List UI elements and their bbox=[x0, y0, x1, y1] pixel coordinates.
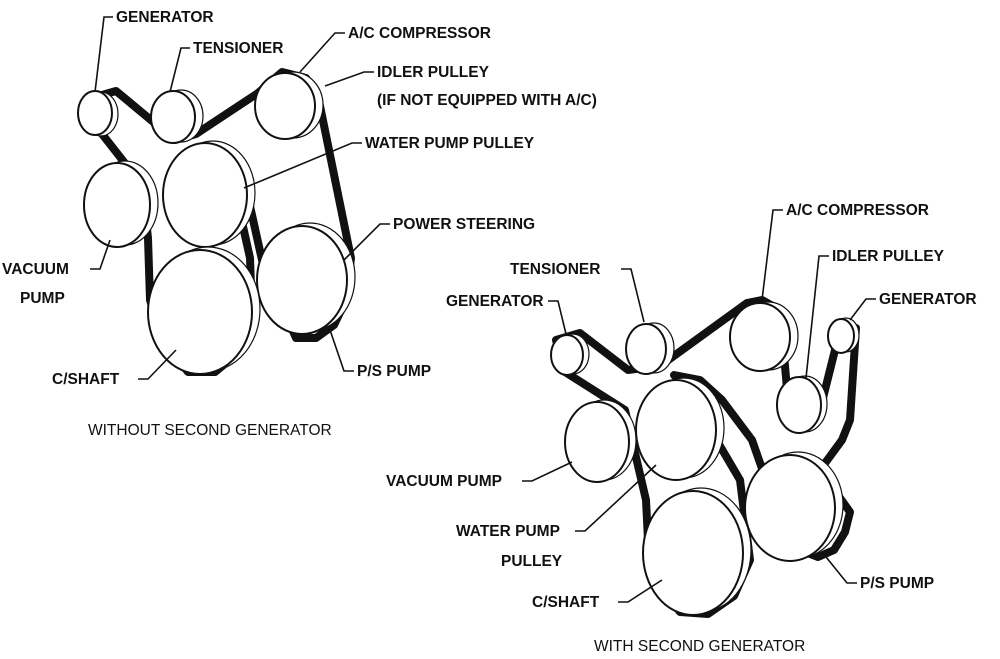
generator-left-pulley bbox=[550, 334, 584, 376]
leader-vacuum-pump bbox=[522, 461, 573, 482]
leader-ps-pump bbox=[821, 551, 857, 584]
leader-generator bbox=[94, 16, 113, 93]
leader-ps-pump bbox=[329, 329, 354, 372]
label-pulley: PULLEY bbox=[501, 553, 563, 570]
label-tensioner: TENSIONER bbox=[510, 261, 600, 278]
label-idler-note: (IF NOT EQUIPPED WITH A/C) bbox=[377, 92, 597, 109]
label-c-shaft: C/SHAFT bbox=[532, 594, 600, 611]
label-c-shaft: C/SHAFT bbox=[52, 371, 120, 388]
diagram-without-second-generator: GENERATOR TENSIONER A/C COMPRESSOR IDLER… bbox=[2, 9, 597, 439]
label-power-steering: POWER STEERING bbox=[393, 216, 535, 233]
caption-with-second-generator: WITH SECOND GENERATOR bbox=[594, 638, 805, 655]
label-generator: GENERATOR bbox=[116, 9, 214, 26]
diagram-with-second-generator: A/C COMPRESSOR TENSIONER IDLER PULLEY GE… bbox=[386, 202, 977, 655]
label-ac-compressor: A/C COMPRESSOR bbox=[786, 202, 929, 219]
ac-compressor-pulley bbox=[254, 72, 316, 140]
label-water-pump-pulley: WATER PUMP PULLEY bbox=[365, 135, 535, 152]
label-vacuum: VACUUM bbox=[2, 261, 69, 278]
leader-idler-pulley bbox=[805, 255, 829, 379]
label-idler-pulley: IDLER PULLEY bbox=[377, 64, 490, 81]
label-ac-compressor: A/C COMPRESSOR bbox=[348, 25, 491, 42]
ac-compressor-pulley bbox=[729, 302, 791, 372]
leader-water-pump-pulley bbox=[243, 142, 362, 189]
leader-generator-right bbox=[849, 298, 876, 321]
leader-water-pump-pulley bbox=[575, 464, 657, 532]
crankshaft-pulley bbox=[642, 490, 744, 616]
leader-ac-compressor bbox=[761, 209, 783, 301]
leader-crankshaft bbox=[138, 349, 177, 380]
tensioner-pulley bbox=[625, 323, 667, 375]
leader-ac-compressor bbox=[299, 32, 345, 73]
leader-tensioner bbox=[169, 47, 190, 93]
idler-pulley bbox=[776, 376, 822, 434]
leader-vacuum-pump bbox=[90, 239, 111, 270]
vacuum-pump-pulley bbox=[83, 162, 151, 248]
crankshaft-pulley bbox=[147, 249, 253, 375]
label-water-pump: WATER PUMP bbox=[456, 523, 560, 540]
caption-without-second-generator: WITHOUT SECOND GENERATOR bbox=[88, 422, 332, 439]
label-pump: PUMP bbox=[20, 290, 65, 307]
label-generator-right: GENERATOR bbox=[879, 291, 977, 308]
label-idler-pulley: IDLER PULLEY bbox=[832, 248, 945, 265]
ps-pump-pulley bbox=[256, 225, 348, 335]
tensioner-pulley bbox=[150, 90, 196, 144]
label-ps-pump: P/S PUMP bbox=[860, 575, 934, 592]
leader-power-steering bbox=[343, 223, 390, 261]
leader-crankshaft bbox=[618, 579, 663, 603]
water-pump-pulley bbox=[635, 379, 717, 481]
leader-idler-pulley bbox=[324, 71, 374, 87]
leader-tensioner bbox=[621, 268, 645, 323]
ps-pump-pulley bbox=[744, 454, 836, 562]
label-ps-pump: P/S PUMP bbox=[357, 363, 431, 380]
label-tensioner: TENSIONER bbox=[193, 40, 283, 57]
generator-right-pulley bbox=[827, 318, 855, 354]
label-generator-left: GENERATOR bbox=[446, 293, 544, 310]
vacuum-pump-pulley bbox=[564, 401, 630, 483]
generator-pulley bbox=[77, 90, 113, 136]
leader-generator-left bbox=[548, 300, 567, 335]
water-pump-pulley bbox=[162, 142, 248, 248]
label-vacuum-pump: VACUUM PUMP bbox=[386, 473, 502, 490]
